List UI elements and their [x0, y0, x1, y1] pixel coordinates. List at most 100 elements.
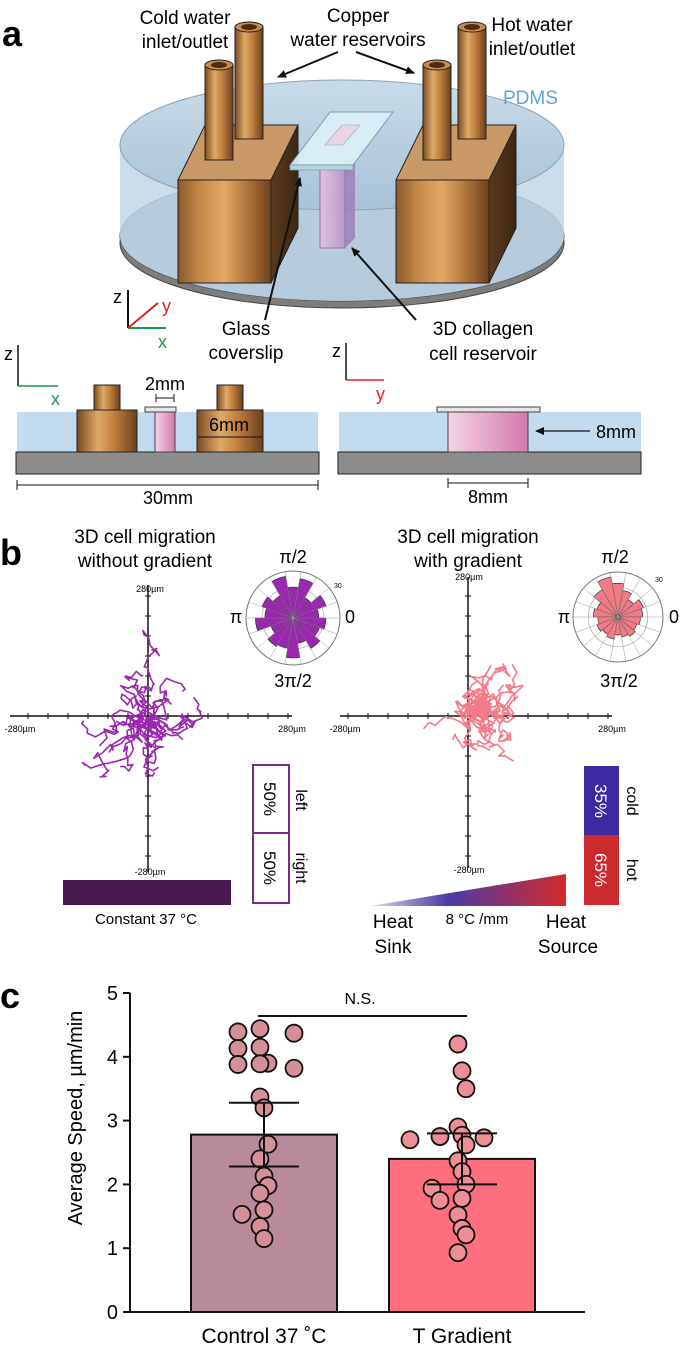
xz-z-label: z — [4, 344, 13, 364]
rose-spoke — [248, 617, 294, 635]
axis-x-label: x — [158, 332, 167, 352]
copper-block-left — [177, 21, 299, 284]
left-pct-bottom: 50% — [260, 851, 279, 885]
cell-track — [473, 700, 497, 752]
data-point — [474, 1128, 494, 1148]
right-polar-bottom: 3π/2 — [600, 671, 637, 691]
data-point — [452, 1189, 472, 1208]
cell-track — [119, 684, 153, 708]
rose-spoke — [617, 601, 661, 618]
cell-track — [422, 711, 473, 731]
data-point — [254, 1229, 274, 1249]
hot-water-label-2: inlet/outlet — [489, 39, 576, 60]
heat-gradient-wedge — [370, 874, 566, 906]
y-tick-label: 0 — [107, 1302, 118, 1324]
rose-spoke — [284, 571, 294, 619]
right-tick-top: 280µm — [455, 572, 483, 582]
cell-track — [128, 717, 184, 747]
collagen-arrow — [351, 247, 417, 321]
panel-a-letter: a — [2, 13, 23, 54]
cold-pct-box — [584, 766, 619, 835]
side-view-xz: z x 2mm 6mm 30mm — [4, 344, 320, 508]
hot-pct-box — [584, 835, 619, 905]
right-pct-top: 35% — [591, 784, 610, 818]
left-tracks — [81, 629, 203, 778]
left-polar-left: π — [230, 607, 242, 627]
rose-spoke — [292, 617, 330, 649]
left-rose-plot — [245, 570, 341, 666]
copper-arrow-right — [355, 51, 415, 75]
rose-spoke — [617, 616, 627, 662]
migration-left: 3D cell migration without gradient 280µm… — [5, 527, 355, 928]
cell-track — [81, 714, 147, 769]
data-point — [250, 1019, 270, 1039]
rose-spoke — [575, 616, 619, 633]
yz-z-label: z — [332, 341, 341, 361]
left-tick-top: 280µm — [136, 584, 164, 594]
rose-spoke — [617, 616, 661, 633]
right-polar-top: π/2 — [601, 547, 628, 567]
axis-triad-3d: z y x — [113, 287, 171, 352]
rose-spoke — [269, 577, 294, 619]
right-tracks — [422, 663, 524, 762]
xz-x-label: x — [51, 389, 60, 409]
left-tick-left: -280µm — [5, 724, 36, 734]
cell-track — [152, 677, 186, 716]
rose-spoke — [617, 577, 641, 618]
heat-source-label-1: Heat — [546, 912, 587, 933]
right-pct-bottom-label: hot — [623, 859, 640, 882]
rose-spoke — [256, 617, 294, 649]
left-title-1: 3D cell migration — [74, 527, 216, 548]
data-point — [228, 1055, 248, 1074]
cell-track — [149, 696, 203, 731]
data-point — [456, 1079, 476, 1099]
cell-track — [467, 663, 511, 701]
rose-spoke — [292, 587, 330, 619]
cell-track — [81, 709, 144, 738]
dim-8mm-height: 8mm — [596, 422, 636, 442]
side-view-yz: z y 8mm 8mm — [332, 341, 642, 507]
left-tick-right: 280µm — [278, 724, 306, 734]
glass-coverslip — [288, 111, 395, 171]
cell-track — [138, 715, 167, 739]
cell-track — [124, 670, 147, 705]
dim-8mm-width: 8mm — [468, 487, 508, 507]
cell-track — [487, 663, 519, 726]
rose-spoke — [292, 571, 302, 619]
left-polar-right: 0 — [345, 607, 355, 627]
left-pct-top: 50% — [260, 782, 279, 816]
left-pct-bottom-label: right — [292, 852, 309, 884]
data-point — [284, 1023, 304, 1043]
left-pct-top-label: left — [292, 789, 309, 811]
panel-b: b 3D cell migration without gradient 280… — [0, 527, 679, 958]
hot-water-label-1: Hot water — [491, 15, 573, 36]
cell-track — [137, 629, 161, 713]
gradient-rate-label: 8 °C /mm — [446, 911, 509, 928]
rose-spoke — [284, 617, 294, 665]
cell-track — [108, 717, 156, 753]
y-tick-label: 5 — [107, 983, 118, 1005]
data-point — [448, 1243, 468, 1263]
rose-spoke — [292, 617, 338, 635]
heat-source-label-2: Source — [538, 937, 598, 958]
rose-spoke — [583, 587, 619, 618]
copper-block-right — [395, 21, 517, 284]
y-tick-label: 1 — [107, 1238, 118, 1260]
rose-spoke — [292, 617, 317, 659]
left-pct-box-bottom — [252, 832, 290, 904]
rose-spoke — [617, 572, 627, 618]
y-tick-label: 4 — [107, 1047, 118, 1069]
cell-track — [120, 693, 173, 711]
heat-sink-label-2: Sink — [375, 937, 412, 958]
rose-spoke — [609, 572, 619, 618]
glass-label-2: coverslip — [209, 343, 284, 364]
right-pct-bottom: 65% — [591, 853, 610, 887]
panel-b-letter: b — [0, 532, 22, 573]
y-tick-label: 2 — [107, 1174, 118, 1196]
heat-sink-label-1: Heat — [373, 912, 414, 933]
data-point — [448, 1034, 468, 1054]
right-tick-left: -280µm — [330, 724, 361, 734]
left-polar-bottom: 3π/2 — [274, 671, 311, 691]
